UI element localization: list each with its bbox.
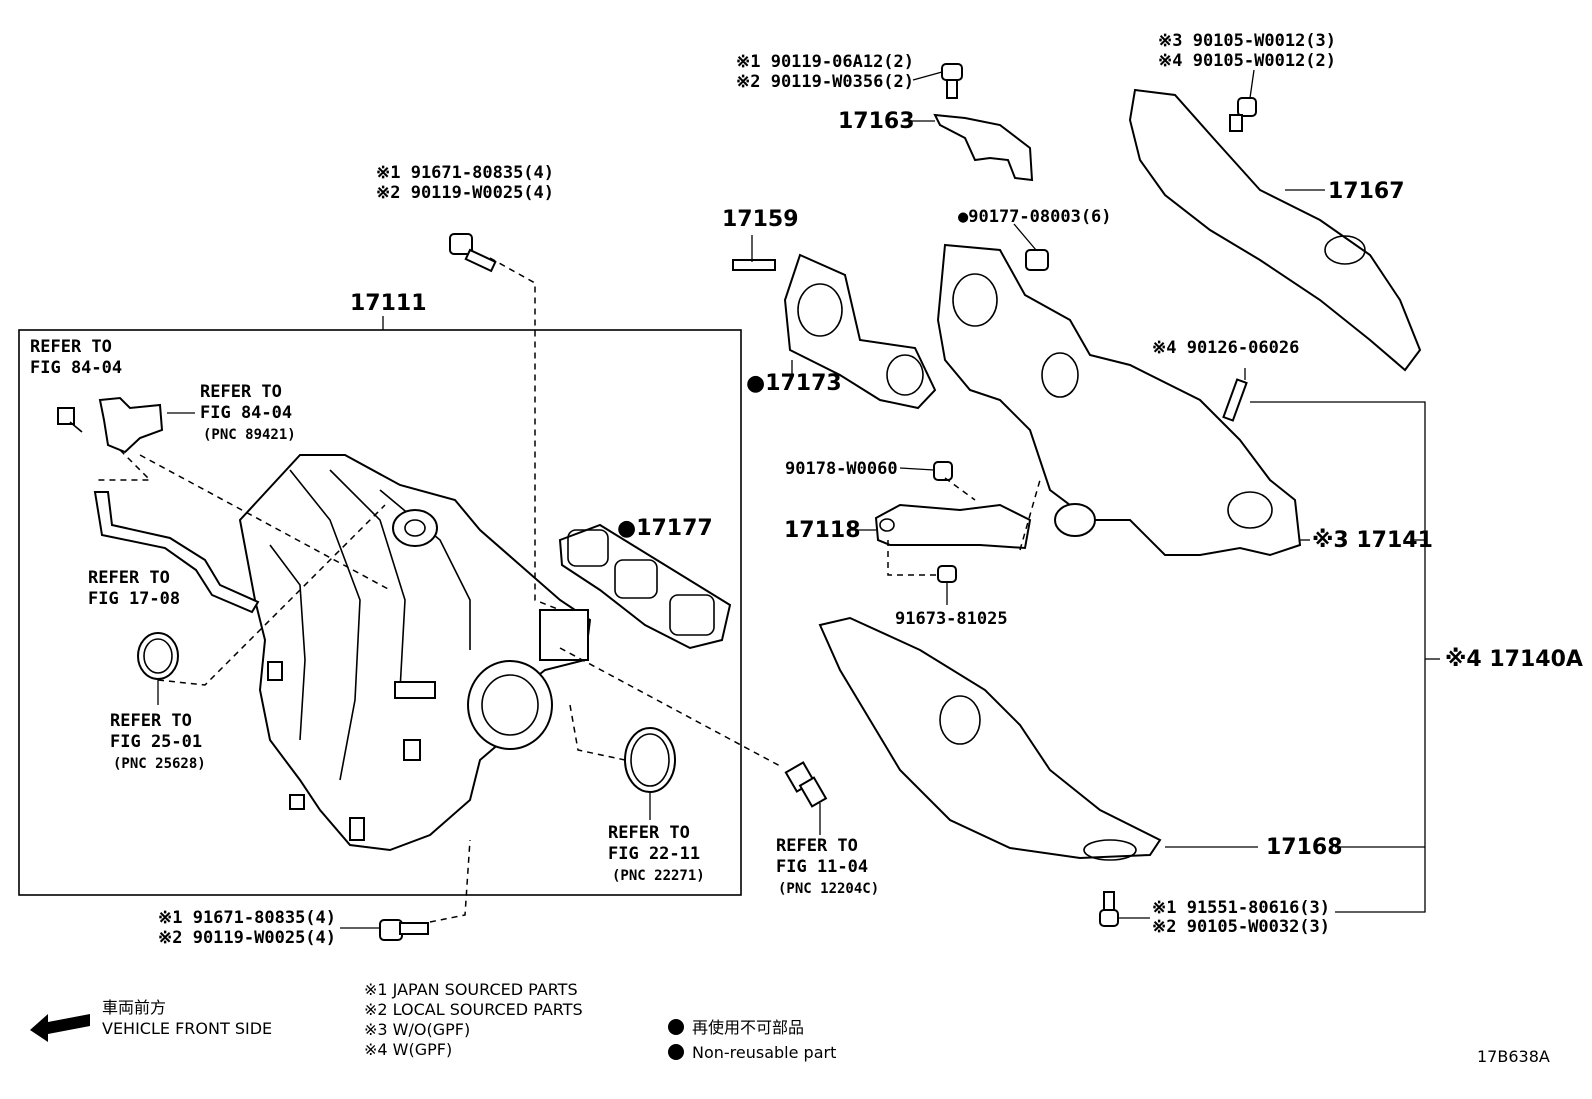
nut-90177 [1025, 249, 1049, 271]
legend-note-2: ※2 LOCAL SOURCED PARTS [364, 1000, 583, 1019]
ref-22-11-line2: FIG 22-11 [608, 844, 700, 864]
gasket-17177 [558, 523, 732, 650]
label-91673: 91673-81025 [895, 609, 1008, 629]
ref-84-04-b-pnc: (PNC 89421) [203, 427, 296, 443]
label-17167-bolt-2: ※4 90105-W0012(2) [1158, 51, 1336, 71]
label-17159: 17159 [722, 207, 799, 232]
exhaust-manifold-17141 [936, 243, 1302, 557]
heat-insulator-17168 [818, 616, 1162, 861]
non-reusable-dot-icon [668, 1019, 684, 1035]
ref-25-01-line2: FIG 25-01 [110, 732, 202, 752]
legend-vehicle-front-en: VEHICLE FRONT SIDE [102, 1019, 272, 1038]
label-bolt-top-2: ※2 90119-W0025(4) [376, 183, 554, 203]
gasket-ring-22271 [624, 727, 676, 793]
vehicle-front-arrow-icon [30, 1014, 90, 1042]
legend-note-4: ※4 W(GPF) [364, 1040, 452, 1059]
non-reusable-dot-icon [668, 1044, 684, 1060]
pcv-hose [93, 491, 260, 614]
bolt-top-left [449, 233, 497, 273]
figure-id: 17B638A [1477, 1047, 1550, 1066]
ref-84-04-b-line1: REFER TO [200, 382, 282, 402]
ref-22-11-line1: REFER TO [608, 823, 690, 843]
label-17141: ※3 17141 [1312, 528, 1433, 553]
heat-insulator-17167 [1128, 88, 1422, 372]
sensor-part [57, 396, 164, 454]
ref-84-04-a-line2: FIG 84-04 [30, 358, 122, 378]
bolt-17168 [1099, 891, 1119, 927]
legend-note-1: ※1 JAPAN SOURCED PARTS [364, 980, 578, 999]
label-90178: 90178-W0060 [785, 459, 898, 479]
bolt-91673 [937, 565, 957, 583]
legend-non-reusable-en: Non-reusable part [692, 1043, 836, 1062]
label-90177: ●90177-08003(6) [958, 207, 1112, 227]
bolt-17163 [941, 63, 963, 99]
legend-non-reusable-jp: 再使用不可部品 [692, 1018, 804, 1037]
label-17111: 17111 [350, 291, 427, 316]
label-17168-bolt-1: ※1 91551-80616(3) [1152, 898, 1330, 918]
stud-17159 [732, 259, 776, 271]
stud-12204c [784, 761, 828, 808]
bracket-17118 [874, 503, 1032, 550]
ref-84-04-a-line1: REFER TO [30, 337, 112, 357]
label-17168: 17168 [1266, 835, 1343, 860]
bracket-17163 [933, 113, 1034, 182]
label-17163-bolt-1: ※1 90119-06A12(2) [736, 52, 914, 72]
label-bolt-bottom-2: ※2 90119-W0025(4) [158, 928, 336, 948]
gasket-17173 [783, 253, 937, 410]
label-17163-bolt-2: ※2 90119-W0356(2) [736, 72, 914, 92]
ref-11-04-pnc: (PNC 12204C) [778, 881, 879, 897]
ref-17-08-line1: REFER TO [88, 568, 170, 588]
label-bolt-bottom-1: ※1 91671-80835(4) [158, 908, 336, 928]
label-bolt-top-1: ※1 91671-80835(4) [376, 163, 554, 183]
assembly-frame-17111 [18, 329, 742, 896]
bolt-17167 [1229, 97, 1257, 132]
bolt-bottom [379, 919, 429, 941]
ref-25-01-pnc: (PNC 25628) [113, 756, 206, 772]
label-17118: 17118 [784, 518, 861, 543]
label-90126: ※4 90126-06026 [1152, 338, 1299, 358]
legend-vehicle-front-jp: 車両前方 [102, 998, 166, 1017]
ref-11-04-line1: REFER TO [776, 836, 858, 856]
legend-note-3: ※3 W/O(GPF) [364, 1020, 470, 1039]
ref-17-08-line2: FIG 17-08 [88, 589, 180, 609]
intake-manifold-17111 [238, 454, 592, 852]
ref-22-11-pnc: (PNC 22271) [612, 868, 705, 884]
ref-11-04-line2: FIG 11-04 [776, 857, 868, 877]
label-17163: 17163 [838, 109, 915, 134]
label-17140a: ※4 17140A [1445, 647, 1583, 672]
label-17173: ●17173 [746, 371, 842, 396]
label-17168-bolt-2: ※2 90105-W0032(3) [1152, 917, 1330, 937]
ref-25-01-line1: REFER TO [110, 711, 192, 731]
label-17167-bolt-1: ※3 90105-W0012(3) [1158, 31, 1336, 51]
nut-90178 [933, 461, 953, 481]
label-17177: ●17177 [617, 516, 713, 541]
label-17167: 17167 [1328, 179, 1405, 204]
ref-84-04-b-line2: FIG 84-04 [200, 403, 292, 423]
stud-90126 [1222, 378, 1248, 422]
